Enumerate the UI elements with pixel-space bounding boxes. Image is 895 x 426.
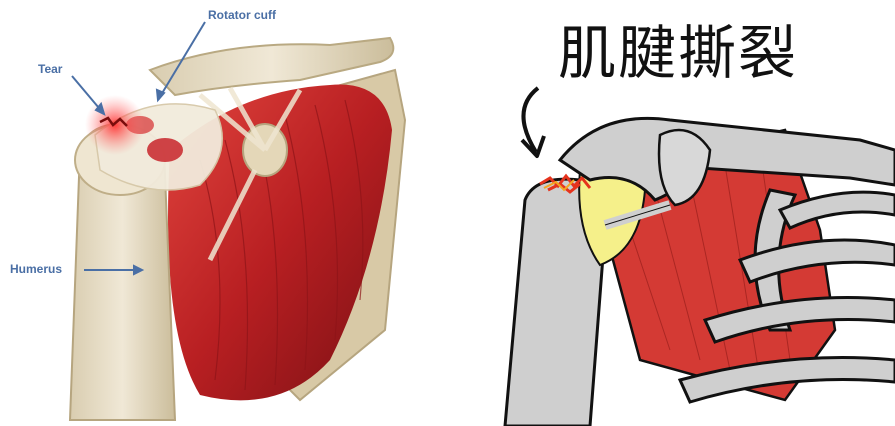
tear-label: Tear <box>38 62 62 76</box>
inflamed-area <box>147 138 183 162</box>
humerus-label: Humerus <box>10 262 62 276</box>
shoulder-anatomy-drawing <box>0 0 430 426</box>
rotator-cuff-label: Rotator cuff <box>208 8 276 22</box>
anatomy-illustration: Tear Rotator cuff Humerus <box>0 0 430 426</box>
tear-glow <box>85 95 145 155</box>
tendon-tear-title: 肌腱撕裂 <box>558 6 798 90</box>
